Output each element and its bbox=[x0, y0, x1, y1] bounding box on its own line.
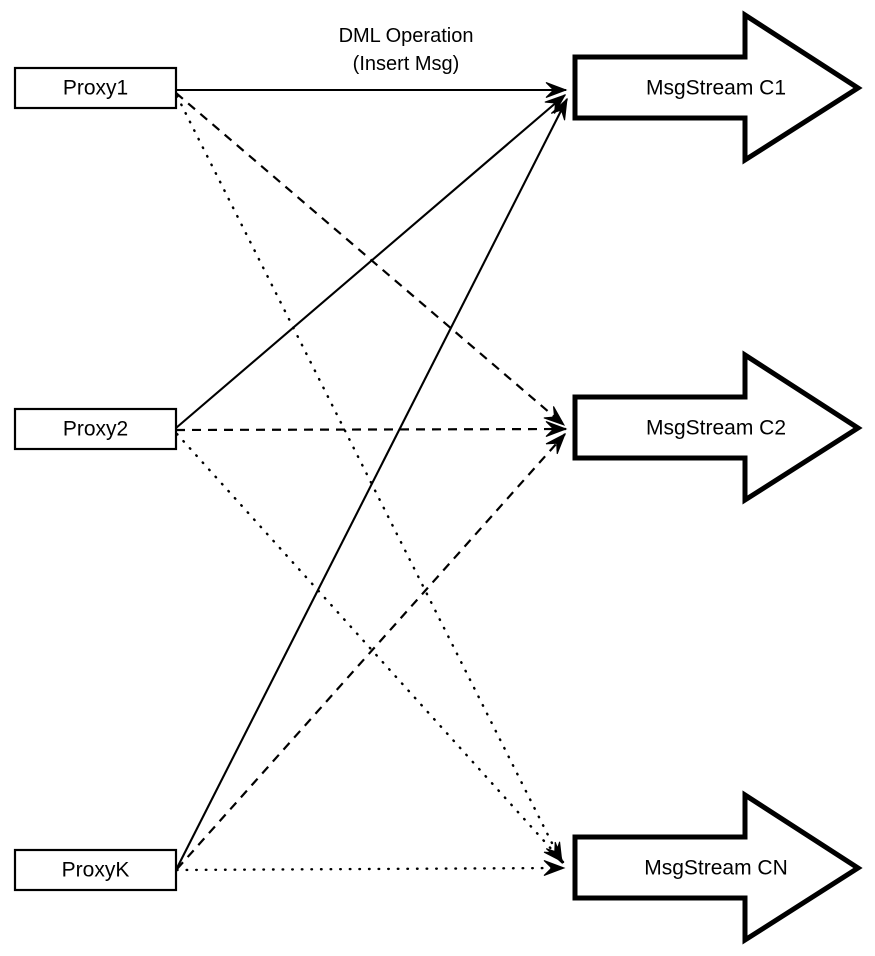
proxy-proxy1[interactable]: Proxy1 bbox=[13, 66, 178, 110]
arrowhead-head-c1-c bbox=[550, 97, 568, 121]
proxy-label-proxy1: Proxy1 bbox=[63, 77, 128, 100]
edge-proxyk-to-cn bbox=[175, 866, 566, 872]
stream-arrow-shape-msgstream-c2 bbox=[572, 350, 863, 505]
stream-msgstream-c2[interactable]: MsgStream C2 bbox=[572, 350, 863, 505]
edge-proxyk-to-c1 bbox=[176, 98, 568, 869]
annotation-line2-dml-operation: (Insert Msg) bbox=[353, 53, 460, 75]
edge-proxyk-to-c2 bbox=[176, 433, 566, 870]
arrowhead-head-c1-a bbox=[545, 82, 568, 98]
annotation-line1-dml-operation: DML Operation bbox=[339, 25, 474, 47]
stream-msgstream-cn[interactable]: MsgStream CN bbox=[572, 790, 863, 945]
edge-proxy1-to-cn bbox=[175, 94, 564, 865]
arrowhead-head-c2-b bbox=[543, 406, 566, 426]
streams-layer: MsgStream C1 MsgStream C2 MsgStream CN bbox=[572, 10, 863, 945]
annotations-layer: DML Operation (Insert Msg) bbox=[339, 25, 474, 75]
arrowheads-layer bbox=[543, 82, 568, 876]
arrowhead-head-cn-a bbox=[543, 860, 566, 876]
edge-proxy2-to-cn bbox=[175, 432, 565, 864]
stream-arrow-shape-msgstream-c1 bbox=[572, 10, 863, 165]
proxy-label-proxyk: ProxyK bbox=[62, 859, 130, 882]
stream-label-msgstream-c1: MsgStream C1 bbox=[646, 77, 786, 100]
edge-proxy2-to-c1 bbox=[175, 94, 566, 429]
proxy-box-proxyk bbox=[13, 848, 178, 892]
stream-label-msgstream-c2: MsgStream C2 bbox=[646, 417, 786, 440]
proxy-box-proxy1 bbox=[13, 66, 178, 110]
stream-msgstream-c1[interactable]: MsgStream C1 bbox=[572, 10, 863, 165]
proxy-proxyk[interactable]: ProxyK bbox=[13, 848, 178, 892]
stream-arrow-shape-msgstream-cn bbox=[572, 790, 863, 945]
edge-proxy1-to-c2 bbox=[175, 92, 565, 426]
arrowhead-head-c2-c bbox=[545, 432, 566, 455]
proxy-label-proxy2: Proxy2 bbox=[63, 418, 128, 441]
stream-label-msgstream-cn: MsgStream CN bbox=[644, 857, 788, 880]
edges-layer bbox=[175, 88, 568, 872]
edge-proxy2-to-c2 bbox=[175, 427, 567, 432]
arrowhead-head-c2-a bbox=[545, 421, 568, 437]
proxy-box-proxy2 bbox=[13, 407, 178, 451]
arrowhead-head-cn-c bbox=[543, 841, 564, 864]
proxy-proxy2[interactable]: Proxy2 bbox=[13, 407, 178, 451]
annotation-dml-operation: DML Operation (Insert Msg) bbox=[339, 25, 474, 75]
